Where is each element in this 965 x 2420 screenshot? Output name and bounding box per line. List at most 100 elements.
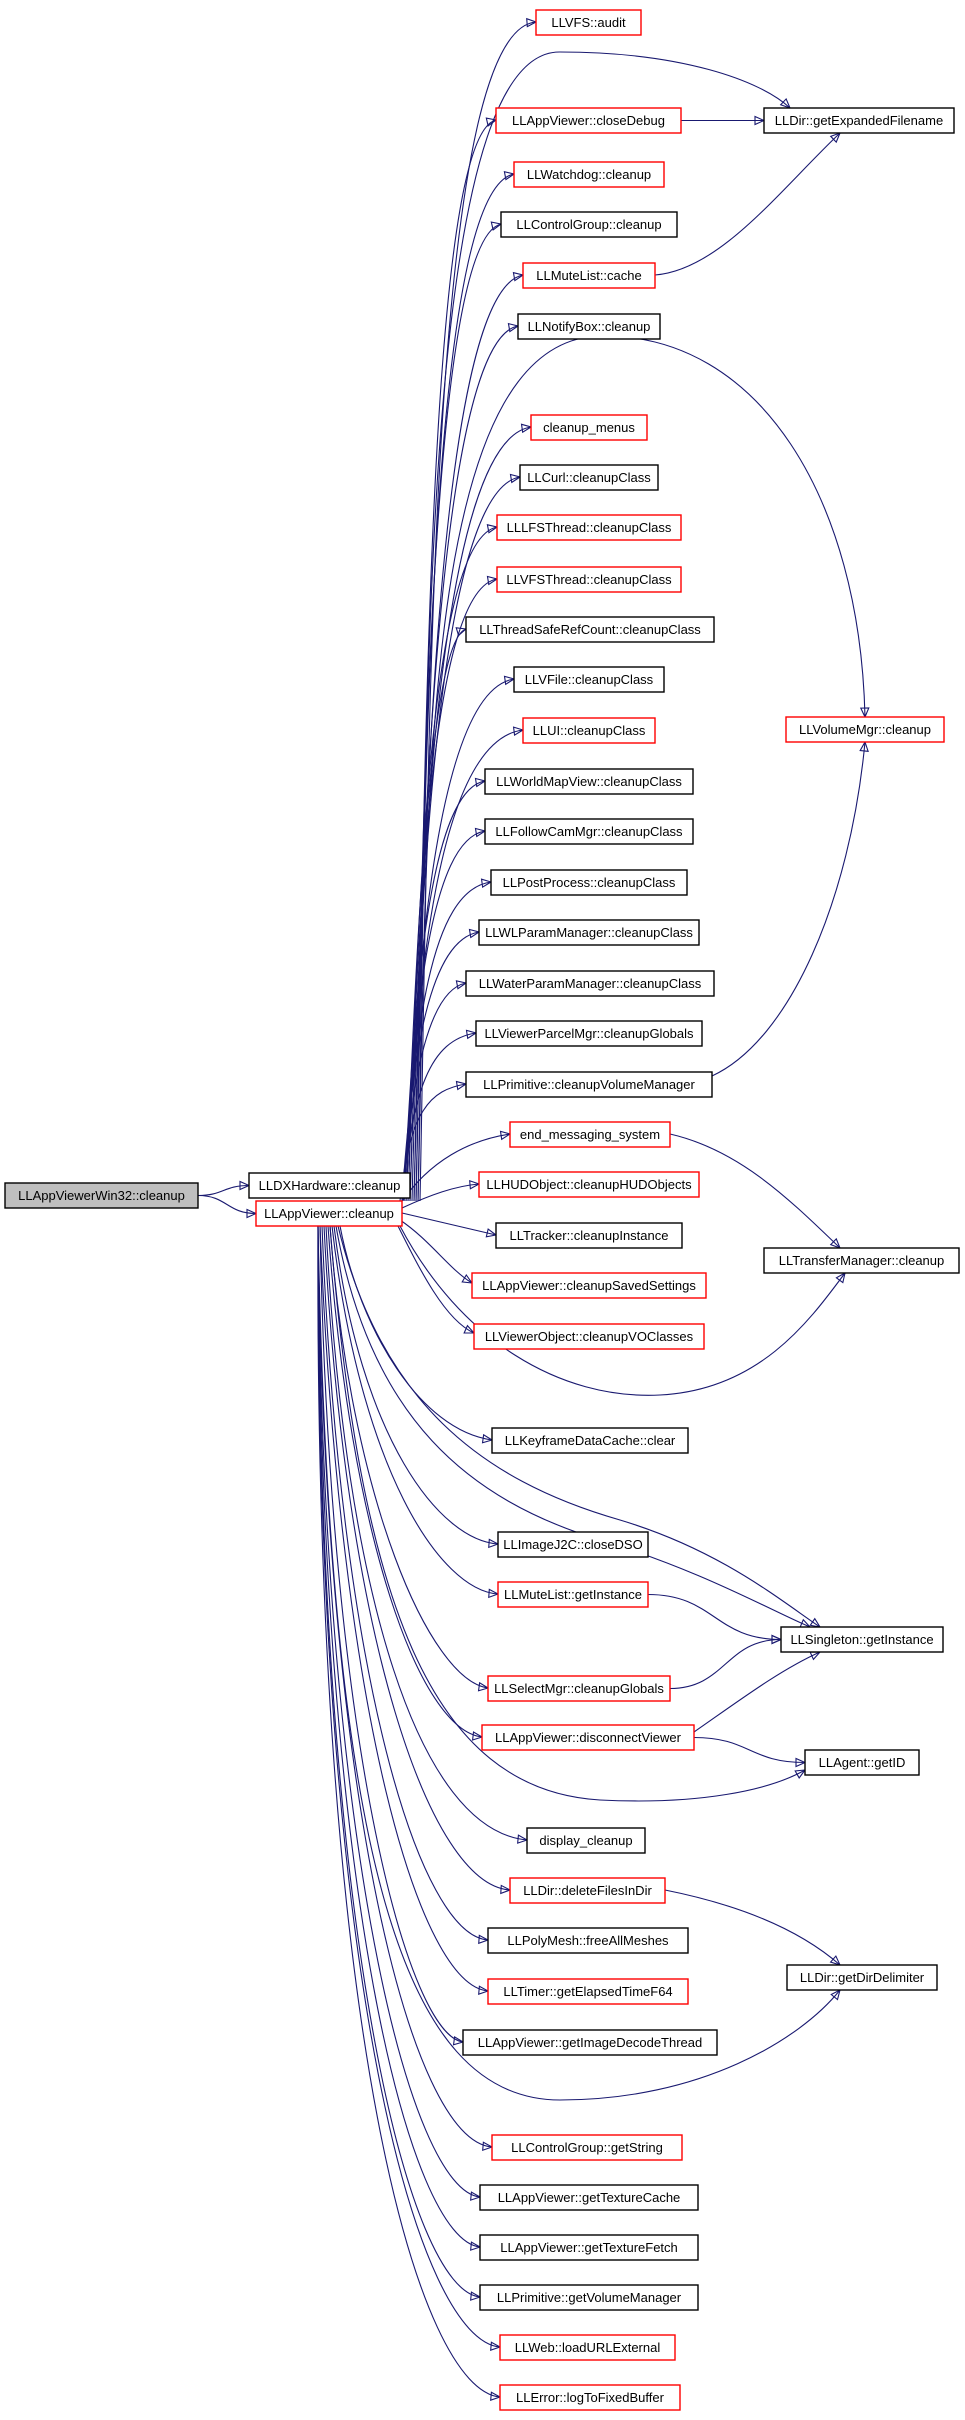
node-label: LLMuteList::getInstance — [504, 1587, 642, 1602]
node-vfsaudit[interactable]: LLVFS::audit — [535, 9, 642, 36]
node-wlparam[interactable]: LLWLParamManager::cleanupClass — [478, 919, 700, 946]
arrowhead — [512, 271, 525, 282]
node-deletefiles[interactable]: LLDir::deleteFilesInDir — [509, 1877, 666, 1904]
node-menus[interactable]: cleanup_menus — [530, 414, 648, 441]
node-postprocess[interactable]: LLPostProcess::cleanupClass — [490, 869, 688, 896]
node-polymesh[interactable]: LLPolyMesh::freeAllMeshes — [487, 1927, 689, 1954]
node-box — [509, 1877, 666, 1904]
arrowhead — [480, 878, 493, 889]
node-displaycleanup[interactable]: display_cleanup — [526, 1827, 646, 1854]
node-box — [484, 768, 694, 795]
node-endmsg[interactable]: end_messaging_system — [509, 1121, 671, 1148]
node-voclasses[interactable]: LLViewerObject::cleanupVOClasses — [473, 1323, 705, 1350]
node-vfsthread[interactable]: LLVFSThread::cleanupClass — [496, 566, 682, 593]
arrowhead — [488, 1588, 500, 1599]
node-label: LLDir::getDirDelimiter — [800, 1970, 925, 1985]
arrowhead — [486, 524, 499, 534]
node-label: LLVFS::audit — [551, 15, 626, 30]
node-logerror[interactable]: LLError::logToFixedBuffer — [499, 2384, 681, 2411]
node-label: LLControlGroup::cleanup — [516, 217, 661, 232]
node-ui[interactable]: LLUI::cleanupClass — [522, 717, 656, 744]
arrowhead — [465, 1029, 478, 1040]
node-box — [255, 1200, 403, 1227]
node-curl[interactable]: LLCurl::cleanupClass — [519, 464, 659, 491]
node-label: LLVFile::cleanupClass — [525, 672, 654, 687]
node-label: LLViewerParcelMgr::cleanupGlobals — [484, 1026, 694, 1041]
node-selectmgr[interactable]: LLSelectMgr::cleanupGlobals — [487, 1675, 671, 1702]
node-watchdog[interactable]: LLWatchdog::cleanup — [513, 161, 665, 188]
node-j2c[interactable]: LLImageJ2C::closeDSO — [497, 1531, 649, 1558]
nodes: LLAppViewerWin32::cleanup LLDXHardware::c… — [4, 9, 960, 2411]
edge-appcleanup-to-mutecache — [413, 271, 525, 1202]
node-texfetch[interactable]: LLAppViewer::getTextureFetch — [479, 2234, 699, 2261]
node-label: LLPrimitive::getVolumeManager — [497, 2290, 682, 2305]
node-label: LLPolyMesh::freeAllMeshes — [507, 1933, 669, 1948]
node-ctrlgroup[interactable]: LLControlGroup::cleanup — [500, 211, 678, 238]
node-box — [481, 1724, 695, 1751]
node-dirdelim[interactable]: LLDir::getDirDelimiter — [786, 1964, 938, 1991]
node-ctrlstring[interactable]: LLControlGroup::getString — [491, 2134, 683, 2161]
arrowhead — [503, 675, 516, 686]
node-label: LLThreadSafeRefCount::cleanupClass — [479, 622, 701, 637]
node-muteinst[interactable]: LLMuteList::getInstance — [497, 1581, 649, 1608]
edge-appcleanup-to-ctrlstring — [317, 1225, 494, 2152]
node-label: LLWaterParamManager::cleanupClass — [479, 976, 702, 991]
arrowhead — [754, 115, 766, 126]
node-expfname[interactable]: LLDir::getExpandedFilename — [763, 107, 955, 134]
node-transfermgr[interactable]: LLTransferManager::cleanup — [763, 1247, 960, 1274]
node-vfile[interactable]: LLVFile::cleanupClass — [513, 666, 665, 693]
node-primvolmgr[interactable]: LLPrimitive::cleanupVolumeManager — [465, 1071, 713, 1098]
edges — [197, 17, 870, 2401]
node-waterparam[interactable]: LLWaterParamManager::cleanupClass — [465, 970, 715, 997]
node-getvolmgr[interactable]: LLPrimitive::getVolumeManager — [479, 2284, 699, 2311]
node-followcam[interactable]: LLFollowCamMgr::cleanupClass — [484, 818, 694, 845]
node-singleton[interactable]: LLSingleton::getInstance — [780, 1626, 944, 1653]
node-label: LLDir::deleteFilesInDir — [523, 1883, 652, 1898]
node-box — [513, 666, 665, 693]
arrowhead — [485, 1228, 498, 1238]
edge-appcleanup-to-transfermgr — [399, 1225, 846, 1396]
node-box — [517, 313, 661, 340]
node-label: LLVolumeMgr::cleanup — [799, 722, 931, 737]
node-hudobject[interactable]: LLHUDObject::cleanupHUDObjects — [478, 1171, 700, 1198]
node-imgdecode[interactable]: LLAppViewer::getImageDecodeThread — [462, 2029, 718, 2056]
node-loadurl[interactable]: LLWeb::loadURLExternal — [499, 2334, 676, 2361]
node-label: LLUI::cleanupClass — [533, 723, 646, 738]
node-box — [465, 1071, 713, 1098]
node-mutecache[interactable]: LLMuteList::cache — [522, 262, 656, 289]
node-parcelmgr[interactable]: LLViewerParcelMgr::cleanupGlobals — [475, 1020, 703, 1047]
node-tsrc[interactable]: LLThreadSafeRefCount::cleanupClass — [465, 616, 715, 643]
edge-appcleanup-to-selectmgr — [329, 1225, 490, 1692]
node-agentid[interactable]: LLAgent::getID — [804, 1749, 920, 1776]
node-keyframe[interactable]: LLKeyframeDataCache::clear — [491, 1427, 689, 1454]
node-label: display_cleanup — [539, 1833, 632, 1848]
node-appcleanup[interactable]: LLAppViewer::cleanup — [255, 1200, 403, 1227]
node-box — [522, 262, 656, 289]
node-box — [471, 1272, 707, 1299]
node-savedsettings[interactable]: LLAppViewer::cleanupSavedSettings — [471, 1272, 707, 1299]
arrowhead — [478, 1934, 490, 1945]
node-volumemgr[interactable]: LLVolumeMgr::cleanup — [785, 716, 945, 743]
node-label: LLPostProcess::cleanupClass — [503, 875, 676, 890]
node-label: LLDXHardware::cleanup — [259, 1178, 401, 1193]
node-notifybox[interactable]: LLNotifyBox::cleanup — [517, 313, 661, 340]
node-dxhw[interactable]: LLDXHardware::cleanup — [248, 1172, 411, 1199]
node-texcache[interactable]: LLAppViewer::getTextureCache — [479, 2184, 699, 2211]
arrowhead — [486, 575, 499, 586]
node-tracker[interactable]: LLTracker::cleanupInstance — [495, 1222, 683, 1249]
edge-appcleanup-to-j2c — [333, 1225, 500, 1549]
node-box — [495, 107, 682, 134]
node-closedebug[interactable]: LLAppViewer::closeDebug — [495, 107, 682, 134]
node-timer[interactable]: LLTimer::getElapsedTimeF64 — [487, 1978, 689, 2005]
node-label: LLTimer::getElapsedTimeF64 — [503, 1984, 672, 1999]
node-label: LLDir::getExpandedFilename — [775, 113, 943, 128]
arrowhead — [500, 1884, 512, 1895]
arrowhead — [794, 1769, 807, 1779]
node-worldmap[interactable]: LLWorldMapView::cleanupClass — [484, 768, 694, 795]
node-lfsthread[interactable]: LLLFSThread::cleanupClass — [496, 514, 682, 541]
node-label: LLAppViewerWin32::cleanup — [18, 1188, 185, 1203]
arrowhead — [239, 1180, 251, 1191]
node-disconnect[interactable]: LLAppViewer::disconnectViewer — [481, 1724, 695, 1751]
arrowhead — [490, 2341, 502, 2351]
node-label: LLCurl::cleanupClass — [527, 470, 651, 485]
